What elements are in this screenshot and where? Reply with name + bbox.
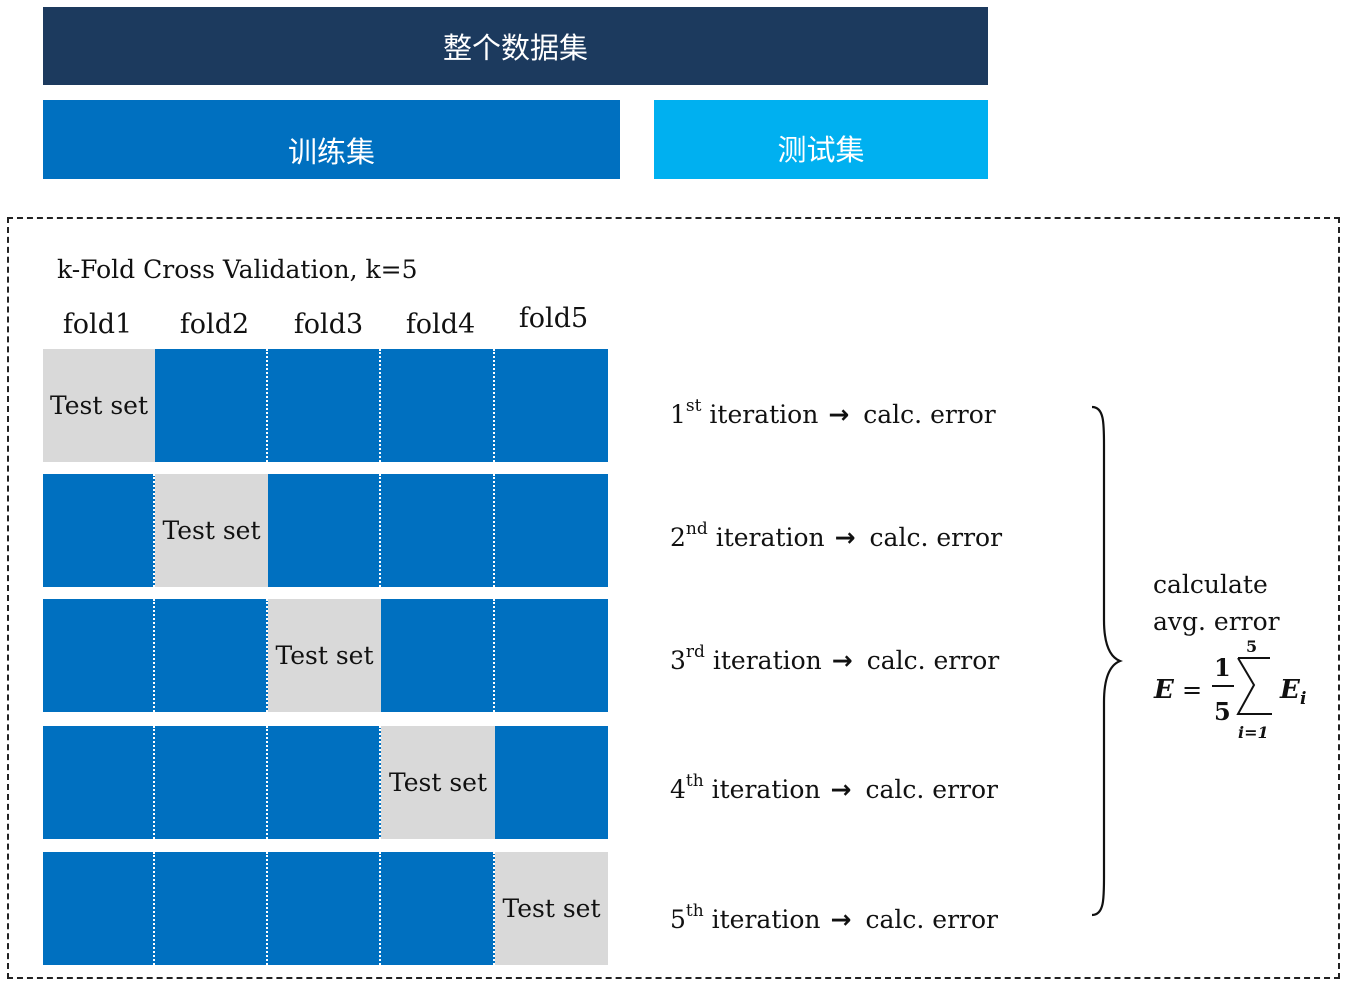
train-fold-cell [268,852,381,965]
test-fold-cell: Test set [155,474,268,587]
iteration-number: 3 [670,646,686,675]
iteration-result: calc. error [866,646,1000,675]
cv-title: k-Fold Cross Validation, k=5 [57,255,418,284]
train-fold-cell [155,726,268,839]
train-fold-cell [155,599,268,712]
iteration-ordinal-suffix: st [685,396,702,416]
fold-label-5: fold5 [518,303,589,334]
cross-validation-panel [7,217,1340,979]
train-fold-cell [155,349,268,462]
formula-term: E [1279,675,1301,705]
right-arrow-icon: → [830,775,852,804]
right-arrow-icon: → [834,523,856,552]
iteration-ordinal-suffix: rd [685,642,705,662]
train-fold-cell [381,599,495,712]
train-fold-cell [43,852,155,965]
train-fold-cell [43,474,155,587]
fold-row-2: Test set [43,474,608,587]
iteration-line-4: 4th iteration → calc. error [670,771,998,808]
test-fold-cell: Test set [495,852,608,965]
iteration-line-5: 5th iteration → calc. error [670,901,998,938]
train-fold-cell [43,726,155,839]
fold-row-5: Test set [43,852,608,965]
iteration-word: iteration [709,400,819,429]
fold-row-1: Test set [43,349,608,462]
formula-sum-lower: i=1 [1238,723,1269,742]
formula-lhs: E [1153,675,1175,705]
iteration-number: 5 [670,905,686,934]
iteration-result: calc. error [869,523,1003,552]
summary-line-2: avg. error [1153,607,1280,636]
test-set-cell-label: Test set [162,516,261,545]
iteration-number: 2 [670,523,686,552]
iteration-line-1: 1st iteration → calc. error [670,396,996,433]
iteration-result: calc. error [865,775,998,804]
formula-term-subscript: i [1300,689,1306,709]
formula-numerator: 1 [1214,653,1231,682]
right-brace-icon [1091,405,1123,917]
fold-label-1: fold1 [62,309,133,340]
train-fold-cell [155,852,268,965]
whole-dataset-bar: 整个数据集 [43,7,988,85]
iteration-word: iteration [712,646,822,675]
iteration-ordinal-suffix: th [685,901,704,921]
test-set-bar: 测试集 [654,100,988,179]
iteration-ordinal-suffix: th [685,771,704,791]
training-set-label: 训练集 [287,134,375,169]
train-fold-cell [495,599,608,712]
test-set-cell-label: Test set [388,768,488,797]
train-fold-cell [495,474,608,587]
test-set-cell-label: Test set [502,894,601,923]
whole-dataset-label: 整个数据集 [442,31,588,65]
train-fold-cell [381,349,495,462]
train-fold-cell [268,349,381,462]
train-fold-cell [495,349,608,462]
avg-error-formula: E = 1 5 5 i=1 E i [1153,637,1306,742]
formula-sum-upper: 5 [1246,637,1257,656]
fold-row-4: Test set [43,726,608,839]
right-arrow-icon: → [831,646,853,675]
train-fold-cell [268,726,381,839]
test-set-label: 测试集 [777,132,865,167]
right-arrow-icon: → [828,400,850,429]
test-fold-cell: Test set [381,726,495,839]
iteration-line-2: 2nd iteration → calc. error [670,519,1003,556]
test-set-cell-label: Test set [275,641,374,670]
train-fold-cell [381,474,495,587]
training-set-bar: 训练集 [43,100,620,179]
iteration-number: 4 [670,775,686,804]
fold-label-2: fold2 [179,309,250,340]
formula-denominator: 5 [1214,697,1231,726]
train-fold-cell [495,726,608,839]
formula-equals: = [1182,676,1202,704]
train-fold-cell [43,599,155,712]
iteration-result: calc. error [865,905,998,934]
iteration-result: calc. error [863,400,996,429]
summation-icon [1236,657,1272,715]
train-fold-cell [381,852,495,965]
fold-label-3: fold3 [293,309,364,340]
test-fold-cell: Test set [43,349,155,462]
test-fold-cell: Test set [268,599,381,712]
summary-line-1: calculate [1153,570,1268,599]
train-fold-cell [268,474,381,587]
iteration-word: iteration [715,523,825,552]
iteration-number: 1 [670,400,686,429]
fold-label-4: fold4 [405,309,476,340]
iteration-word: iteration [711,905,821,934]
right-arrow-icon: → [830,905,852,934]
test-set-cell-label: Test set [49,391,149,420]
fold-row-3: Test set [43,599,608,712]
iteration-line-3: 3rd iteration → calc. error [670,642,1000,679]
iteration-word: iteration [711,775,821,804]
iteration-ordinal-suffix: nd [685,519,708,539]
